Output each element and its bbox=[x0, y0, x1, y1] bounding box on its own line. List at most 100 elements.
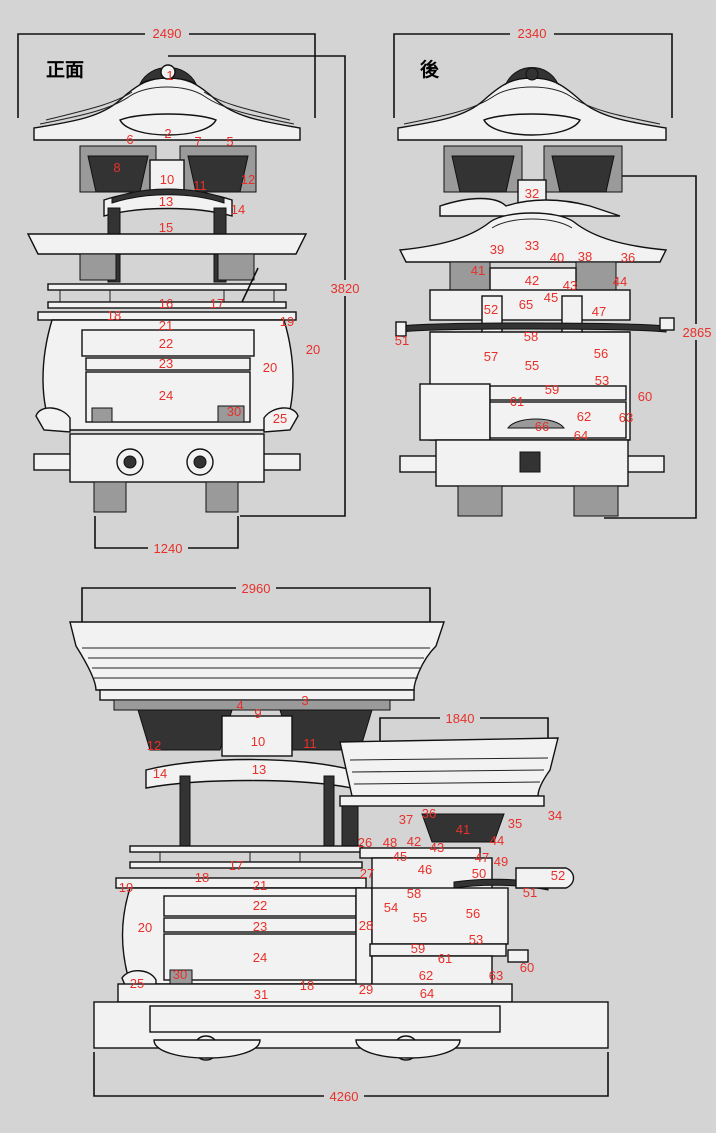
front-part-label: 20 bbox=[263, 360, 277, 375]
rear-part-label: 59 bbox=[545, 382, 559, 397]
side-part-label: 43 bbox=[430, 840, 444, 855]
rear-part-label: 62 bbox=[577, 409, 591, 424]
front-part-label: 13 bbox=[159, 194, 173, 209]
rear-view-title: 後 bbox=[420, 58, 440, 81]
side-part-label: 3 bbox=[301, 693, 308, 708]
front-part-label: 16 bbox=[159, 296, 173, 311]
side-part-label: 37 bbox=[399, 812, 413, 827]
side-part-label: 9 bbox=[254, 706, 261, 721]
rear-part-label: 66 bbox=[535, 419, 549, 434]
rear-part-label: 38 bbox=[578, 249, 592, 264]
side-part-label: 29 bbox=[359, 982, 373, 997]
front-view: 2490 正面 3820 bbox=[17, 25, 364, 556]
side-part-label: 36 bbox=[422, 806, 436, 821]
dim-2340: 2340 bbox=[518, 26, 547, 41]
front-part-label: 8 bbox=[113, 160, 120, 175]
dim-3820: 3820 bbox=[331, 281, 360, 296]
rear-view: 2340 後 2865 bbox=[393, 25, 716, 519]
rear-part-label: 55 bbox=[525, 358, 539, 373]
dim-1240: 1240 bbox=[154, 541, 183, 556]
side-part-label: 11 bbox=[303, 736, 317, 751]
side-part-label: 64 bbox=[420, 986, 434, 1001]
rear-part-label: 63 bbox=[619, 410, 633, 425]
side-part-label: 24 bbox=[253, 950, 267, 965]
side-part-label: 42 bbox=[407, 834, 421, 849]
side-part-label: 10 bbox=[251, 734, 265, 749]
side-part-label: 34 bbox=[548, 808, 562, 823]
side-part-label: 21 bbox=[253, 878, 267, 893]
side-part-label: 47 bbox=[475, 850, 489, 865]
rear-part-label: 32 bbox=[525, 186, 539, 201]
rear-part-label: 42 bbox=[525, 273, 539, 288]
rear-part-label: 36 bbox=[621, 250, 635, 265]
front-part-label: 18 bbox=[107, 308, 121, 323]
rear-part-label: 47 bbox=[592, 304, 606, 319]
side-part-label: 51 bbox=[523, 885, 537, 900]
rear-part-label: 64 bbox=[574, 428, 588, 443]
side-part-label: 18 bbox=[300, 978, 314, 993]
side-part-label: 60 bbox=[520, 960, 534, 975]
side-rear-roof-width-dimension: 1840 bbox=[379, 710, 549, 744]
rear-part-label: 39 bbox=[490, 242, 504, 257]
side-part-label: 49 bbox=[494, 854, 508, 869]
side-part-label: 41 bbox=[456, 822, 470, 837]
side-part-label: 27 bbox=[360, 866, 374, 881]
side-arch-beam bbox=[145, 758, 353, 789]
side-railing bbox=[129, 845, 363, 869]
front-part-label: 21 bbox=[159, 318, 173, 333]
side-part-label: 44 bbox=[490, 833, 504, 848]
rear-base bbox=[435, 439, 629, 487]
side-part-label: 46 bbox=[418, 862, 432, 877]
side-length-dimension: 4260 bbox=[93, 1052, 609, 1104]
side-part-label: 35 bbox=[508, 816, 522, 831]
front-view-title: 正面 bbox=[46, 59, 84, 81]
rear-wheel-left bbox=[457, 485, 503, 517]
side-part-label: 59 bbox=[411, 941, 425, 956]
side-part-label: 13 bbox=[252, 762, 266, 777]
front-part-label: 1 bbox=[166, 68, 173, 83]
front-part-label: 5 bbox=[226, 134, 233, 149]
front-bracket-right bbox=[179, 145, 257, 193]
front-part-label: 23 bbox=[159, 356, 173, 371]
side-part-label: 55 bbox=[413, 910, 427, 925]
rear-part-label: 61 bbox=[510, 394, 524, 409]
side-part-label: 50 bbox=[472, 866, 486, 881]
rear-part-label: 58 bbox=[524, 329, 538, 344]
rear-part-label: 56 bbox=[594, 346, 608, 361]
front-wheel-right bbox=[205, 481, 239, 513]
rear-part-label: 45 bbox=[544, 290, 558, 305]
rear-part-label: 53 bbox=[595, 373, 609, 388]
side-bracket-left bbox=[137, 709, 233, 751]
front-ornament-left bbox=[116, 448, 144, 476]
front-railing bbox=[47, 267, 287, 309]
front-part-label: 7 bbox=[194, 134, 201, 149]
rear-part-label: 57 bbox=[484, 349, 498, 364]
side-part-label: 54 bbox=[384, 900, 398, 915]
rear-width-dimension: 2340 bbox=[393, 25, 673, 118]
rear-part-label: 33 bbox=[525, 238, 539, 253]
side-part-label: 25 bbox=[130, 976, 144, 991]
side-part-label: 52 bbox=[551, 868, 565, 883]
rear-shaft bbox=[399, 322, 667, 333]
rear-part-label: 52 bbox=[484, 302, 498, 317]
side-part-label: 45 bbox=[393, 849, 407, 864]
side-part-label: 14 bbox=[153, 766, 167, 781]
side-part-label: 63 bbox=[489, 968, 503, 983]
side-part-label: 17 bbox=[229, 858, 243, 873]
side-part-label: 4 bbox=[236, 698, 243, 713]
rear-part-label: 41 bbox=[471, 263, 485, 278]
side-part-label: 62 bbox=[419, 968, 433, 983]
front-lower-roof bbox=[26, 233, 308, 255]
dim-4260: 4260 bbox=[330, 1089, 359, 1104]
rear-lower-roof bbox=[398, 212, 668, 263]
side-roof-width-dimension: 2960 bbox=[81, 580, 431, 632]
side-part-label: 31 bbox=[254, 987, 268, 1002]
front-part-label: 17 bbox=[210, 296, 224, 311]
front-part-label: 25 bbox=[273, 411, 287, 426]
front-ornament-right bbox=[186, 448, 214, 476]
rear-part-label: 40 bbox=[550, 250, 564, 265]
side-view: 2960 1840 bbox=[69, 580, 609, 1104]
side-part-label: 26 bbox=[358, 835, 372, 850]
